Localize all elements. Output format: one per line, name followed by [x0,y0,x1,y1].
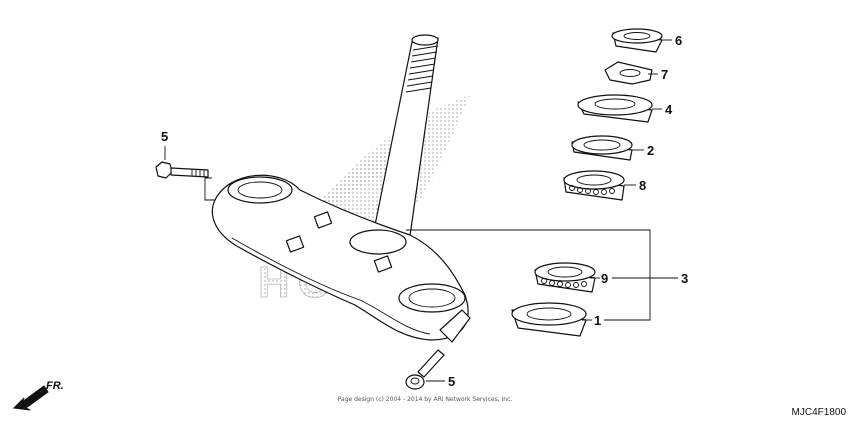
lower-bearing [534,262,596,293]
steering-stem-adjusting-nut [577,94,653,123]
reference-code: MJC4F1800 [792,407,847,418]
callout-2: 2 [647,143,654,158]
flange-bolt-bottom [405,349,445,390]
callout-3: 3 [681,271,688,286]
copyright-text: Page design (c) 2004 - 2014 by ARI Netwo… [338,396,513,403]
callout-4: 4 [665,102,673,117]
lock-washer [604,61,653,85]
steering-stem-lock-nut [611,28,663,53]
lower-dust-seal [511,302,587,337]
callout-9: 9 [601,271,608,286]
direction-label: FR. [46,380,64,392]
upper-bearing [563,170,625,201]
dust-seal [571,135,633,161]
callout-1: 1 [594,313,601,328]
front-direction-arrow [12,385,49,411]
callout-6: 6 [675,33,682,48]
callout-5-bottom: 5 [448,374,455,389]
callout-8: 8 [639,178,646,193]
flange-bolt-top [155,161,209,179]
steering-stem-shaft [371,34,439,251]
callout-7: 7 [661,67,668,82]
steering-stem-bottom-bridge [211,174,471,343]
bracket-3 [406,229,678,321]
bolt-bracket-lines [204,177,215,201]
callout-5-top: 5 [161,129,168,144]
